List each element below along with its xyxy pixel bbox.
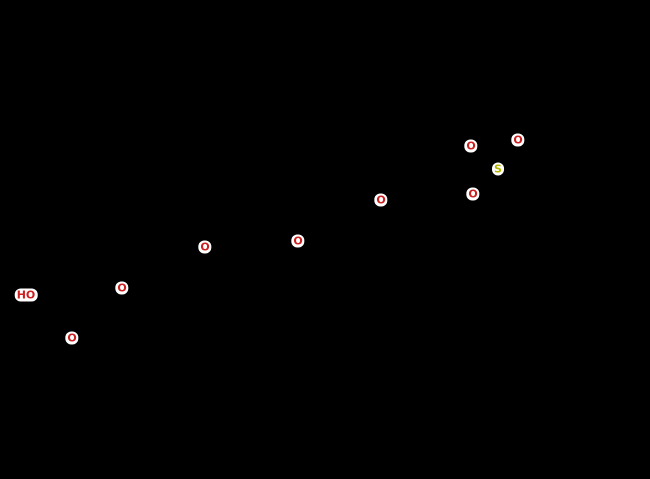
oxygen-label: O: [198, 240, 212, 254]
oxygen-label: O: [115, 281, 129, 295]
hydroxyl-label: HO: [14, 288, 38, 302]
oxygen-label: O: [374, 193, 388, 207]
oxygen-label: O: [65, 331, 79, 345]
sulfur-label: S: [492, 162, 504, 176]
oxygen-label: O: [291, 234, 305, 248]
oxygen-label: O: [511, 133, 525, 147]
oxygen-label: O: [464, 139, 478, 153]
oxygen-label: O: [466, 187, 480, 201]
